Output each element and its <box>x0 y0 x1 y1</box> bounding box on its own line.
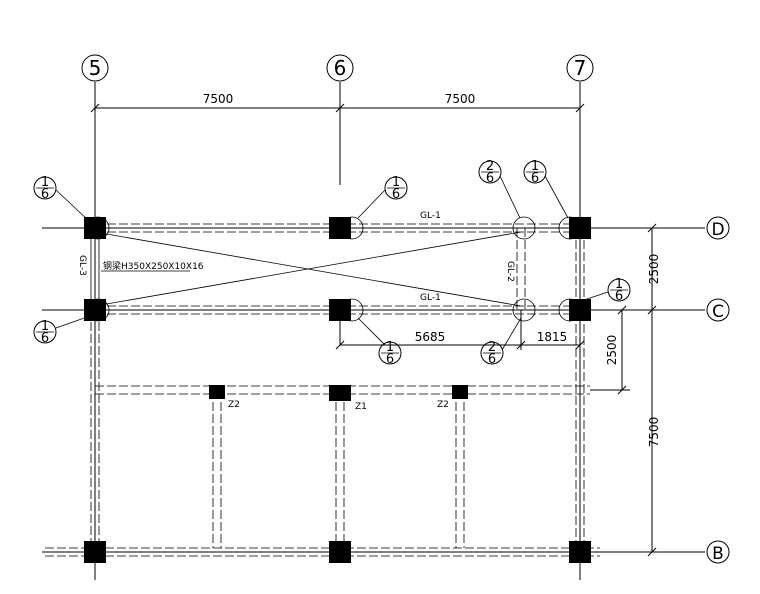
column-z2-left <box>209 385 225 399</box>
column-7-b <box>569 541 591 563</box>
dim-top-span-1: 7500 <box>203 92 234 106</box>
dim-right-bottom: 7500 <box>647 417 661 448</box>
detail-1-den: 6 <box>41 187 49 202</box>
beams <box>45 223 600 557</box>
label-steel-beam: 钢梁H350X250X10X16 <box>103 260 204 272</box>
column-7-c <box>569 299 591 321</box>
dim-mid-right: 1815 <box>537 330 568 344</box>
column-5-b <box>84 541 106 563</box>
label-z1: Z1 <box>355 402 367 412</box>
detail-3-num: 2 <box>486 159 494 174</box>
middle-dimension <box>335 310 585 350</box>
column-7-d <box>569 217 591 239</box>
detail-5-num: 1 <box>41 319 49 334</box>
detail-1-num: 1 <box>41 175 49 190</box>
label-gl1-top: GL-1 <box>420 211 441 221</box>
column-5-c <box>84 299 106 321</box>
axis-label-6: 6 <box>334 56 347 80</box>
label-gl3: GL-3 <box>77 255 87 276</box>
detail-8-num: 2 <box>488 340 496 355</box>
axis-bubble-c: C <box>706 298 730 322</box>
axis-label-d: D <box>711 220 724 240</box>
axis-bubble-d: D <box>706 216 730 240</box>
dim-mid-left: 5685 <box>415 330 446 344</box>
detail-7-num: 1 <box>386 340 394 355</box>
column-6-b <box>329 541 351 563</box>
detail-2-den: 6 <box>392 187 400 202</box>
column-5-d <box>84 217 106 239</box>
dim-right-c-z: 2500 <box>605 335 619 366</box>
column-6-d <box>329 217 351 239</box>
detail-4-den: 6 <box>531 171 539 186</box>
detail-callout-1: 1 6 <box>33 175 91 223</box>
detail-callout-2: 1 6 <box>357 175 408 219</box>
axis-label-5: 5 <box>89 56 102 80</box>
label-gl2: GL-2 <box>505 261 515 282</box>
axis-bubble-6: 6 <box>326 54 354 82</box>
axis-bubble-b: B <box>706 540 730 564</box>
detail-callout-3: 2 6 <box>478 159 521 219</box>
label-z2-left: Z2 <box>228 400 240 410</box>
column-6-c <box>329 299 351 321</box>
detail-callout-5: 1 6 <box>33 315 91 346</box>
columns <box>84 217 591 563</box>
dim-top-span-2: 7500 <box>445 92 476 106</box>
detail-4-num: 1 <box>531 159 539 174</box>
detail-callout-7: 1 6 <box>357 317 402 367</box>
axis-lines <box>42 82 705 580</box>
label-z2-right: Z2 <box>437 400 449 410</box>
label-gl1-mid: GL-1 <box>420 293 441 303</box>
detail-6-den: 6 <box>615 289 623 304</box>
detail-2-num: 1 <box>392 175 400 190</box>
column-z1 <box>329 385 351 401</box>
detail-callout-8: 2 6 <box>480 317 522 367</box>
detail-callout-6: 1 6 <box>577 277 631 304</box>
detail-5-den: 6 <box>41 331 49 346</box>
right-dimension-outer <box>590 223 660 557</box>
detail-7-den: 6 <box>386 352 394 367</box>
column-z2-right <box>452 385 468 399</box>
detail-6-num: 1 <box>615 277 623 292</box>
axis-bubble-5: 5 <box>81 54 109 82</box>
detail-8-den: 6 <box>488 352 496 367</box>
axis-label-b: B <box>712 544 724 564</box>
connection-circles <box>86 216 582 322</box>
axis-label-7: 7 <box>574 56 587 80</box>
right-dimension-inner <box>590 305 630 395</box>
detail-3-den: 6 <box>486 171 494 186</box>
dim-right-dc: 2500 <box>647 254 661 285</box>
detail-callout-4: 1 6 <box>523 159 569 219</box>
axis-label-c: C <box>712 302 724 322</box>
top-dimension <box>90 103 585 113</box>
axis-bubble-7: 7 <box>566 54 594 82</box>
bracing <box>90 228 522 310</box>
